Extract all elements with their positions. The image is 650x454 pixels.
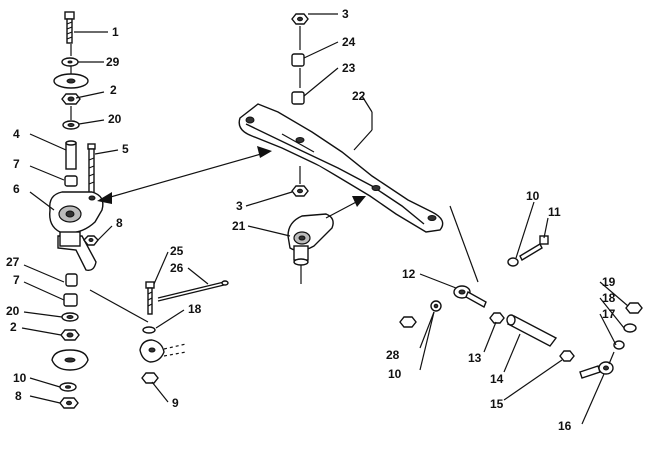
callout-1: 1 (112, 25, 119, 39)
callout-27: 27 (6, 255, 20, 269)
callout-23: 23 (342, 61, 356, 75)
part-arm-22 (238, 103, 444, 233)
part-nut-19 (625, 302, 643, 314)
part-nut-9 (141, 372, 159, 384)
part-nut-3b (291, 185, 309, 197)
part-washer-10b (507, 257, 519, 267)
callout-9: 9 (172, 396, 179, 410)
part-tie-rod-end-12 (453, 285, 487, 308)
arrow-pointer (325, 196, 366, 219)
callout-13: 13 (468, 351, 482, 365)
part-bushing-7a (64, 175, 78, 187)
part-bushing-27 (65, 273, 78, 287)
part-nut-3a (291, 13, 309, 25)
callout-25: 25 (170, 244, 184, 258)
part-nut-13 (489, 312, 505, 324)
part-bushing-24 (291, 53, 305, 67)
part-steering-arm-6 (49, 191, 104, 272)
callout-3-top: 3 (342, 7, 349, 21)
part-nut-2b (60, 329, 80, 341)
callout-11: 11 (548, 205, 561, 219)
callout-14: 14 (490, 372, 504, 386)
part-washer-29 (61, 57, 79, 67)
callout-7-upper: 7 (13, 157, 20, 171)
part-tie-rod-end-16 (579, 351, 615, 379)
part-washer-10c (430, 300, 442, 312)
part-washer-18b (623, 323, 637, 333)
callout-22: 22 (352, 89, 366, 103)
part-nut-2a (61, 93, 81, 105)
callout-4: 4 (13, 127, 20, 141)
callout-16: 16 (558, 419, 572, 433)
part-bolt-1 (64, 11, 75, 44)
callout-26: 26 (170, 261, 184, 275)
part-washer-18a (142, 326, 156, 334)
callout-21: 21 (232, 219, 246, 233)
part-nut-28 (399, 316, 417, 328)
callout-20-upper: 20 (108, 112, 122, 126)
part-plate-29 (53, 73, 89, 89)
callout-17: 17 (602, 307, 616, 321)
callout-7-lower: 7 (13, 273, 20, 287)
callout-18-center: 18 (188, 302, 202, 316)
part-washer-17 (613, 340, 625, 350)
callout-12: 12 (402, 267, 416, 281)
part-bushing-7b (63, 293, 78, 307)
callout-2-lower: 2 (10, 320, 17, 334)
part-bolt-5 (87, 143, 96, 195)
part-nut-15 (559, 350, 575, 362)
callout-5: 5 (122, 142, 129, 156)
callout-2-upper: 2 (110, 83, 117, 97)
part-bolt-25 (145, 281, 155, 315)
callout-10-bottom: 10 (388, 367, 402, 381)
part-washer-10a (59, 382, 77, 392)
callout-24: 24 (342, 35, 356, 49)
leader-line (449, 205, 479, 283)
part-washer-20a (62, 120, 80, 130)
callout-10-left: 10 (13, 371, 27, 385)
callout-8-lower: 8 (15, 389, 22, 403)
callout-19: 19 (602, 275, 616, 289)
callout-8-upper: 8 (116, 216, 123, 230)
part-sleeve-14 (506, 314, 558, 347)
callout-6: 6 (13, 182, 20, 196)
part-nut-8a (83, 235, 99, 246)
callout-20-lower: 20 (6, 304, 20, 318)
leader-lines (21, 13, 629, 425)
part-stop-plate (51, 349, 89, 371)
part-nut-8b (59, 397, 79, 409)
callout-29: 29 (106, 55, 120, 69)
callout-28: 28 (386, 348, 400, 362)
part-steering-arm-21 (287, 213, 334, 284)
part-ball-joint (139, 339, 187, 363)
part-bolt-11 (519, 235, 549, 261)
part-washer-20b (61, 312, 79, 322)
leader-line (89, 289, 149, 323)
callout-10-right: 10 (526, 189, 540, 203)
callout-3-middle: 3 (236, 199, 243, 213)
arrow-pointer (97, 146, 272, 204)
callout-18-right: 18 (602, 291, 616, 305)
part-sleeve-4 (65, 140, 77, 170)
part-bushing-23 (291, 91, 305, 105)
part-rod-26 (157, 280, 229, 302)
callout-15: 15 (490, 397, 504, 411)
